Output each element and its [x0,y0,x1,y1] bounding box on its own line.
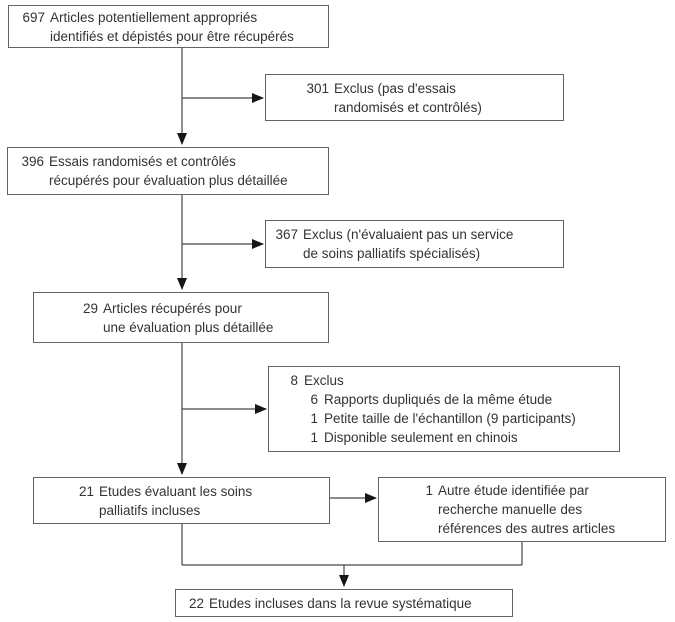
box-text-line: Etudes évaluant les soins [99,483,253,499]
count-included-palliative: 21 [78,483,94,499]
box-randomized-retrieved: 396 Essais randomisés et contrôlés récup… [7,147,329,195]
box-text-line: Exclus (n'évaluaient pas un service [303,227,514,242]
box-text-line: récupérés pour évaluation plus détaillée [49,173,288,188]
box-text-line: Rapports dupliqués de la même étude [324,392,553,407]
box-text-line: randomisés et contrôlés) [334,99,482,115]
box-text-line: Disponible seulement en chinois [324,430,518,445]
count-excluded-not-randomized: 301 [306,80,329,96]
box-text-line: références des autres articles [438,521,616,536]
box-retrieved-for-evaluation: 29 Articles récupérés pour une évaluatio… [33,292,329,343]
box-text-line: Articles récupérés pour [103,300,242,316]
box-included-palliative: 21 Etudes évaluant les soins palliatifs … [33,477,330,524]
box-text-line: de soins palliatifs spécialisés) [303,246,481,261]
box-text-line: Exclus (pas d'essais [334,80,456,96]
box-text-line: Autre étude identifiée par [438,483,589,498]
count-randomized-retrieved: 396 [21,154,44,169]
box-text-line: identifiés et dépistés pour être récupér… [50,28,294,44]
count-chinese-only: 1 [310,430,318,445]
box-hand-search: 1 Autre étude identifiée par recherche m… [378,477,666,542]
box-text-line: Essais randomisés et contrôlés [49,154,236,169]
count-final-included: 22 [188,595,204,611]
box-text-line: Articles potentiellement appropriés [50,9,258,25]
count-small-sample: 1 [310,411,318,426]
box-text-line: palliatifs incluses [99,502,201,518]
box-text-line: Etudes incluses dans la revue systématiq… [209,595,472,611]
box-text-line: Petite taille de l'échantillon (9 partic… [324,411,576,426]
box-screened: 697 Articles potentiellement appropriés … [8,5,329,48]
count-retrieved-for-evaluation: 29 [82,300,98,316]
count-excluded-detailed: 8 [290,373,298,388]
count-duplicated-reports: 6 [310,392,318,407]
box-excluded-no-palliative-service: 367 Exclus (n'évaluaient pas un service … [265,220,564,268]
box-final-included: 22 Etudes incluses dans la revue systéma… [175,589,513,617]
box-text-line: recherche manuelle des [438,502,583,517]
count-screened: 697 [22,9,45,25]
box-text-line: une évaluation plus détaillée [103,319,274,335]
count-excluded-no-palliative-service: 367 [275,227,298,242]
box-excluded-detailed: 8 Exclus 6 Rapports dupliqués de la même… [268,366,620,452]
count-hand-search: 1 [425,483,433,498]
box-excluded-not-randomized: 301 Exclus (pas d'essais randomisés et c… [265,74,564,121]
box-text-line: Exclus [304,373,344,388]
